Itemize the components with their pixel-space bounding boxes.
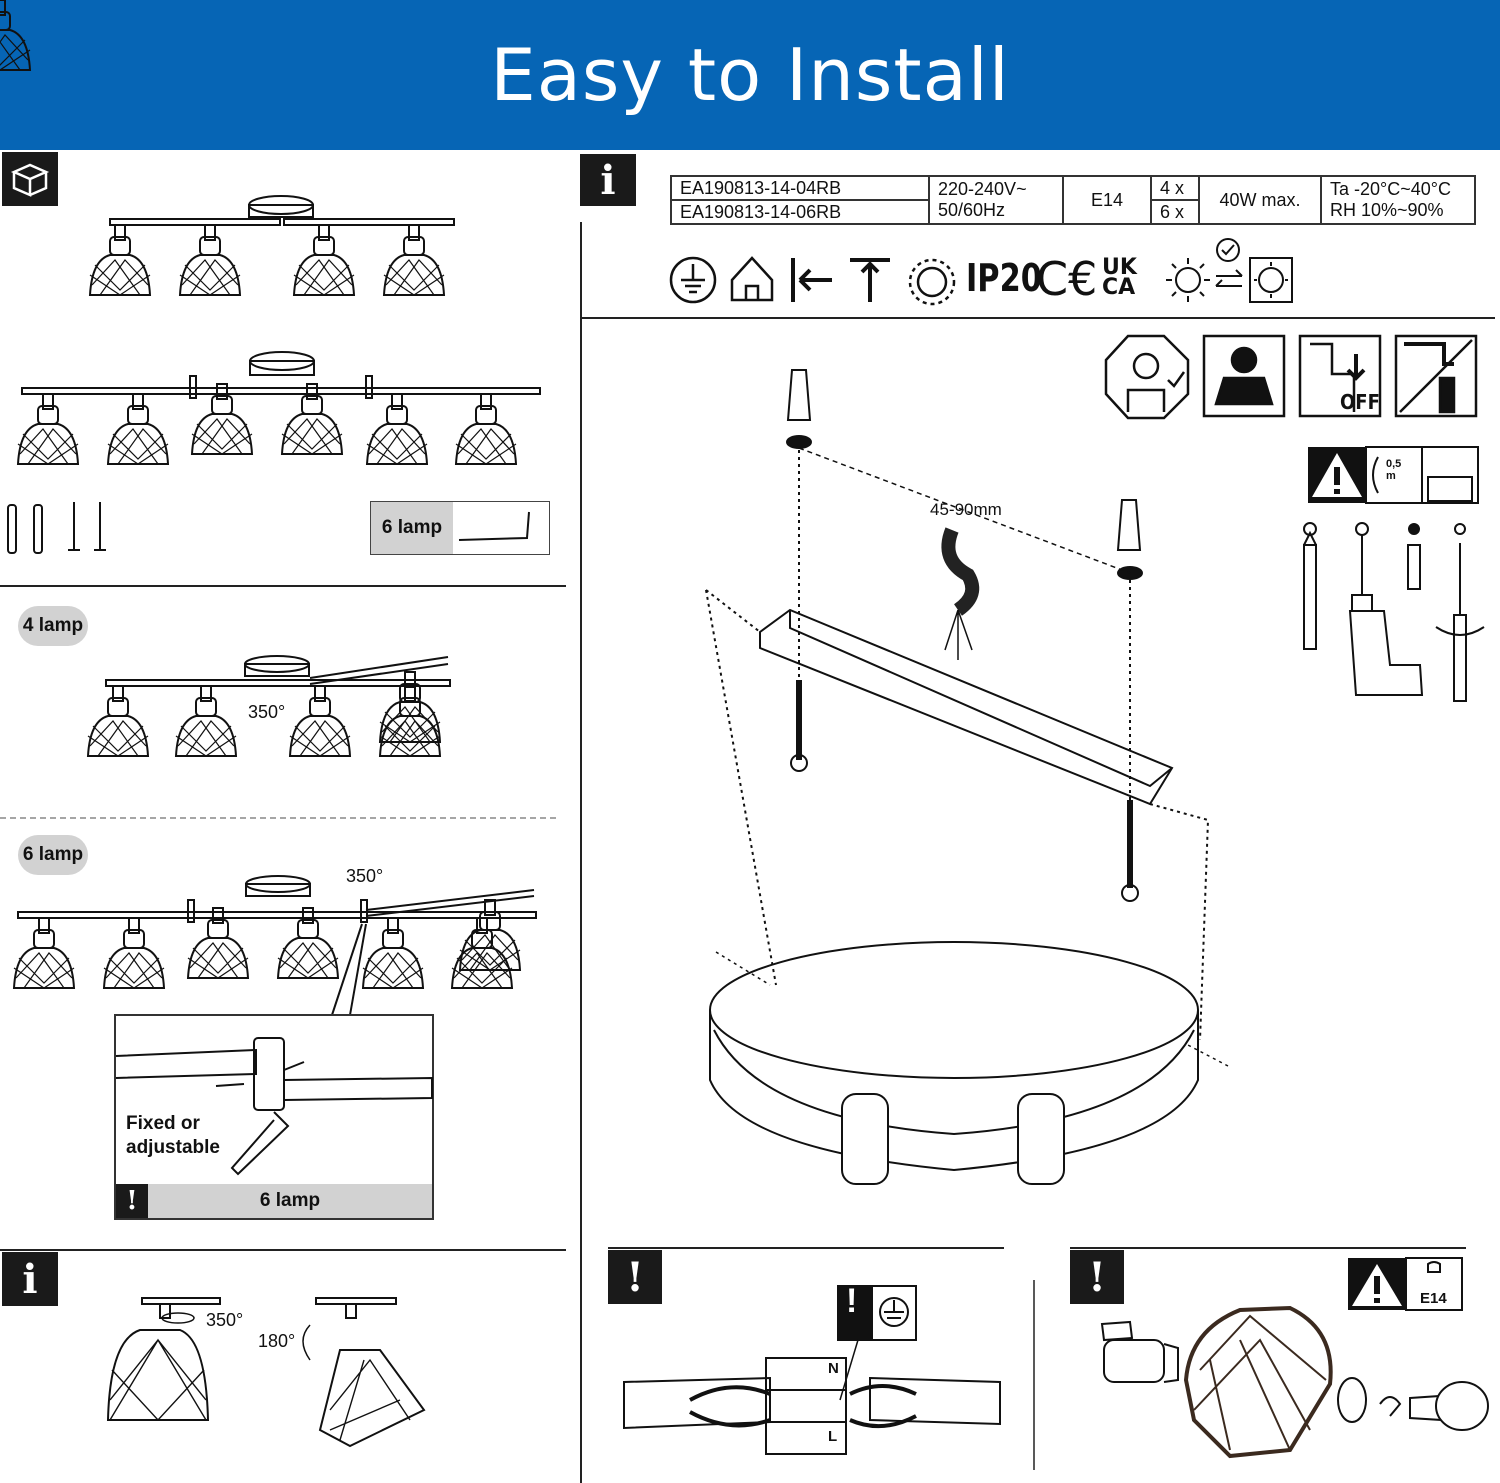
power-rating: 40W max.	[1198, 175, 1322, 225]
pill-6-lamp: 6 lamp	[18, 835, 88, 875]
screwdriver-icon	[1454, 523, 1466, 535]
no-drill-icon	[1394, 334, 1478, 418]
warning-icon-wiring: !	[608, 1250, 662, 1304]
certification-icons	[669, 256, 956, 306]
count-4: 4 x	[1160, 178, 1185, 198]
socket-type: E14	[1062, 175, 1152, 225]
humidity-range: RH 10%~90%	[1330, 200, 1444, 220]
detail-box: Fixed or adjustable ! 6 lamp	[114, 1014, 434, 1220]
allen-key-label: 6 lamp	[371, 502, 453, 554]
banner: Easy to Install	[0, 0, 1500, 150]
pill-4-lamp: 4 lamp	[18, 606, 88, 646]
read-manual-icon	[1202, 334, 1286, 418]
e14-label: E14	[1420, 1290, 1447, 1307]
anchor-icon	[1408, 523, 1420, 535]
bulb-install-diagram	[1100, 1305, 1489, 1459]
screws-and-anchors-icon	[7, 502, 106, 554]
page-title: Easy to Install	[490, 33, 1010, 117]
tools-illustration	[1303, 522, 1485, 702]
allen-key-icon	[458, 511, 530, 541]
model-4: EA190813-14-04RB	[680, 178, 842, 198]
info-icon-specs: i	[580, 154, 636, 206]
warning-icon: !	[116, 1184, 148, 1218]
anchor-distance-label: 45-90mm	[930, 500, 1002, 519]
warning-glyph: !	[846, 1282, 858, 1320]
mounting-ceiling-icon	[850, 258, 890, 302]
terminal-l: L	[828, 1428, 838, 1445]
ukca-top: UK	[1102, 255, 1137, 280]
mounting-wall-icon	[791, 258, 832, 302]
electrician-icon	[1104, 334, 1190, 420]
dimmable-compatibility-icon	[1166, 238, 1293, 303]
warning-icon-bulb: !	[1070, 1250, 1124, 1304]
info-icon: i	[2, 1252, 58, 1306]
package-icon	[2, 152, 58, 206]
detail-illustration	[115, 1037, 433, 1176]
e14-warning-icon	[1348, 1257, 1463, 1311]
rotation-label-180: 180°	[258, 1331, 296, 1351]
bulb-safe-icon	[916, 266, 948, 298]
warning-distance-icon	[1308, 446, 1479, 504]
power-off-icon	[1298, 334, 1382, 418]
rotation-label-350-detail: 350°	[206, 1310, 244, 1330]
ce-mark: C€	[1036, 252, 1098, 306]
distance-marker-bottom: m	[1386, 470, 1396, 482]
wiring-diagram	[623, 1285, 1001, 1455]
detail-text-line1: Fixed or	[126, 1113, 200, 1134]
rotation-label-350-6: 350°	[346, 866, 384, 886]
count-6: 6 x	[1152, 199, 1198, 223]
ukca-mark: UK CA	[1102, 255, 1137, 300]
wall-anchor-left	[786, 369, 812, 421]
indoor-use-icon	[730, 256, 774, 302]
distance-marker-top: 0,5	[1386, 458, 1402, 470]
allen-key-box: 6 lamp	[370, 501, 550, 555]
safety-icons	[1104, 334, 1478, 420]
terminal-n: N	[828, 1360, 839, 1377]
earth-ground-icon	[669, 256, 717, 304]
mounting-bracket	[759, 608, 1174, 806]
detail-footer-label: 6 lamp	[259, 1190, 321, 1211]
rotation-label-350: 350°	[248, 702, 286, 722]
distance-marker: 0,5 m	[1386, 458, 1401, 482]
off-label: OFF	[1340, 390, 1380, 414]
temperature-range: Ta -20°C~40°C	[1330, 179, 1451, 199]
detail-text-line2: adjustable	[126, 1137, 220, 1158]
spec-table: EA190813-14-04RB EA190813-14-06RB 220-24…	[670, 175, 1476, 225]
ceiling-canopy	[709, 941, 1199, 1079]
frequency: 50/60Hz	[938, 200, 1006, 220]
voltage: 220-240V~	[938, 179, 1027, 199]
ip20-rating: IP20	[966, 256, 1042, 300]
detail-footer: ! 6 lamp	[116, 1184, 432, 1218]
ukca-bottom: CA	[1102, 275, 1136, 300]
model-6: EA190813-14-06RB	[672, 199, 928, 223]
wall-anchor-right	[1116, 499, 1142, 551]
